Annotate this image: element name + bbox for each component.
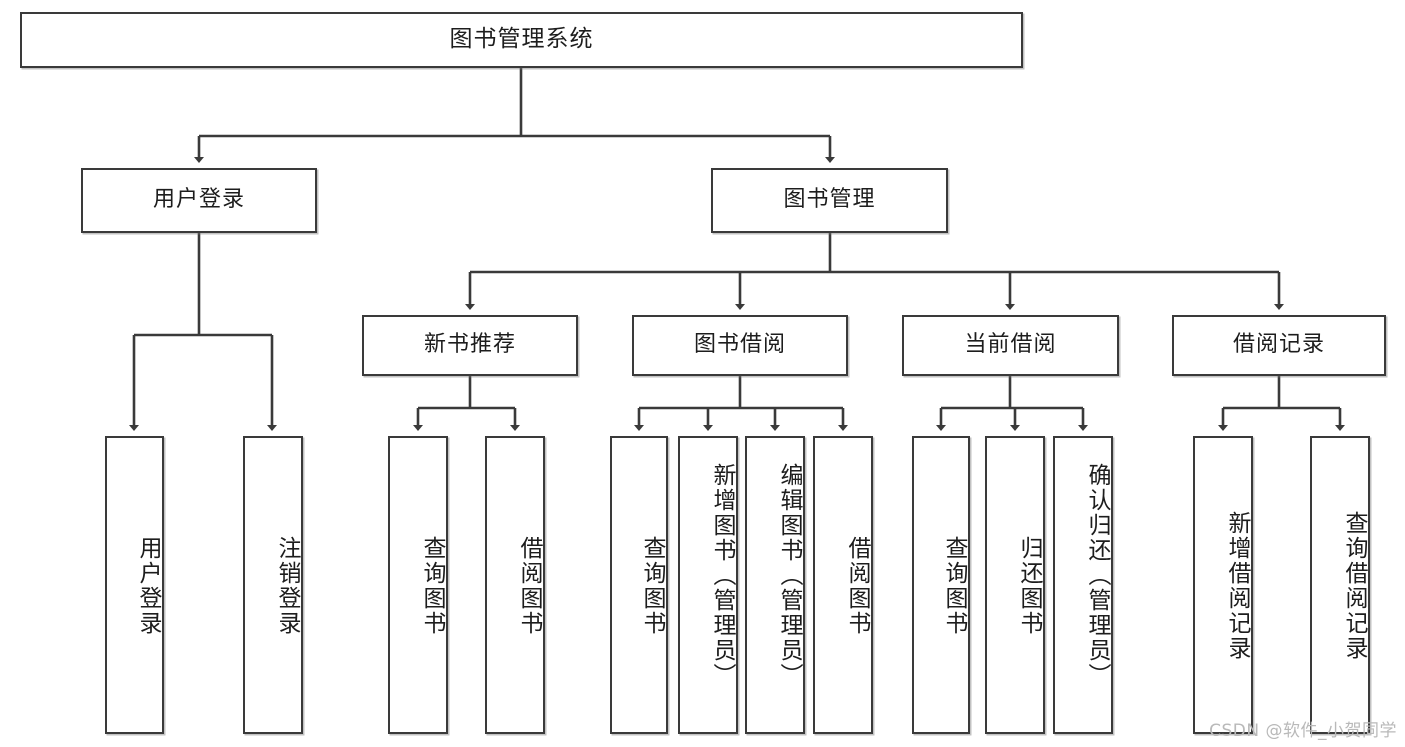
node-label: 用户登录 [135, 536, 161, 636]
node-label: 新书推荐 [423, 332, 516, 358]
leaf-query-book-current[interactable]: 查询图书 [912, 436, 970, 734]
leaf-add-book-admin[interactable]: 新增图书（管理员） [678, 436, 738, 734]
node-label: 借阅图书 [516, 536, 542, 636]
node-borrow-record[interactable]: 借阅记录 [1172, 315, 1386, 376]
node-user-login[interactable]: 用户登录 [81, 168, 317, 233]
node-label: 图书管理系统 [449, 26, 594, 53]
leaf-edit-book-admin[interactable]: 编辑图书（管理员） [745, 436, 805, 734]
node-label: 当前借阅 [964, 332, 1057, 358]
leaf-user-login[interactable]: 用户登录 [105, 436, 164, 734]
node-label: 查询图书 [639, 536, 665, 636]
node-book-management[interactable]: 图书管理 [711, 168, 948, 233]
node-label: 借阅图书 [844, 536, 870, 636]
node-label: 注销登录 [274, 536, 300, 636]
leaf-confirm-return-admin[interactable]: 确认归还（管理员） [1053, 436, 1113, 734]
node-label: 新增图书（管理员） [709, 462, 735, 688]
node-label: 新增借阅记录 [1224, 511, 1250, 661]
node-label: 图书借阅 [693, 332, 786, 358]
leaf-return-book[interactable]: 归还图书 [985, 436, 1045, 734]
node-root[interactable]: 图书管理系统 [20, 12, 1023, 68]
node-label: 编辑图书（管理员） [776, 462, 802, 688]
leaf-borrow-book[interactable]: 借阅图书 [813, 436, 873, 734]
node-label: 查询图书 [419, 536, 445, 636]
node-label: 查询图书 [941, 536, 967, 636]
leaf-query-borrow-record[interactable]: 查询借阅记录 [1310, 436, 1370, 734]
leaf-logout[interactable]: 注销登录 [243, 436, 303, 734]
node-label: 确认归还（管理员） [1084, 462, 1110, 688]
node-label: 图书管理 [783, 187, 876, 213]
node-label: 归还图书 [1016, 536, 1042, 636]
node-current-borrow[interactable]: 当前借阅 [902, 315, 1119, 376]
node-new-book-recommend[interactable]: 新书推荐 [362, 315, 578, 376]
node-label: 借阅记录 [1232, 332, 1325, 358]
node-book-borrow[interactable]: 图书借阅 [632, 315, 848, 376]
leaf-add-borrow-record[interactable]: 新增借阅记录 [1193, 436, 1253, 734]
leaf-borrow-book-recommend[interactable]: 借阅图书 [485, 436, 545, 734]
watermark: CSDN @软件_小贺同学 [1209, 721, 1397, 741]
node-label: 查询借阅记录 [1341, 511, 1367, 661]
leaf-query-book-borrow[interactable]: 查询图书 [610, 436, 668, 734]
node-label: 用户登录 [152, 187, 245, 213]
leaf-query-book-recommend[interactable]: 查询图书 [388, 436, 448, 734]
